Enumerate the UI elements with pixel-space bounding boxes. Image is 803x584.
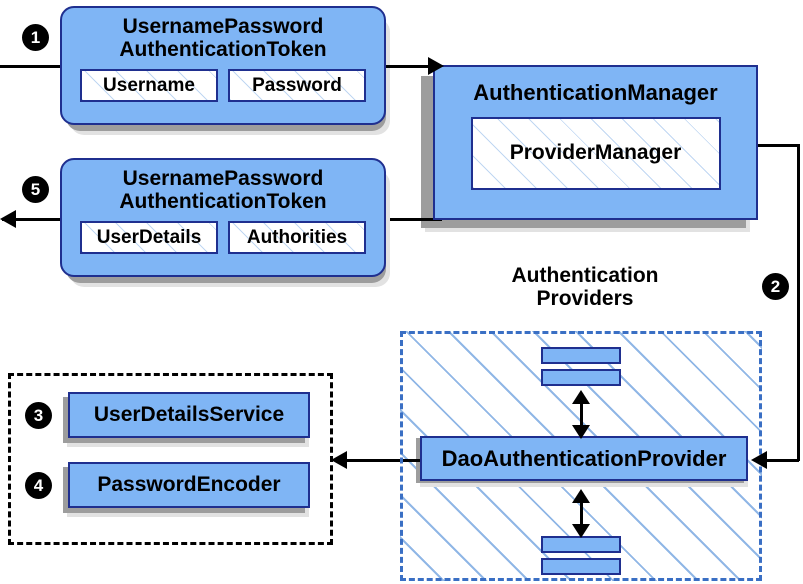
connector-manager-down [797,144,800,461]
connector-provider-to-collaborators [345,459,425,462]
step-badge-4: 4 [25,472,52,499]
arrowhead-to-collaborators [331,451,347,469]
connector-bottom-providers [580,493,583,533]
password-encoder-label: PasswordEncoder [97,472,281,496]
response-token-title: UsernamePassword AuthenticationToken [119,167,327,213]
step-badge-5: 5 [22,176,49,203]
collapsed-provider-bottom-1 [541,536,621,553]
connector-manager-to-response-token [390,218,442,221]
collapsed-provider-bottom-2 [541,558,621,575]
node-password-encoder[interactable]: PasswordEncoder [68,462,310,508]
dao-authentication-provider-title: DaoAuthenticationProvider [441,445,727,471]
node-username-password-authentication-token-response[interactable]: UsernamePassword AuthenticationToken Use… [60,158,386,277]
authentication-providers-label: Authentication Providers [511,264,659,311]
arrowhead-bottom-providers-up [572,489,590,503]
connector-manager-right [755,144,800,147]
connector-incoming-request [0,65,80,68]
slot-authorities: Authorities [228,221,366,255]
step-badge-1: 1 [22,24,49,51]
collapsed-provider-top-1 [541,347,621,364]
arrowhead-bottom-providers-down [572,524,590,538]
node-authentication-manager[interactable]: AuthenticationManager ProviderManager [433,65,758,220]
arrowhead-to-authentication-manager [428,57,444,75]
node-user-details-service[interactable]: UserDetailsService [68,392,310,438]
connector-top-providers [580,394,583,434]
slot-username: Username [80,69,218,103]
arrowhead-top-providers-up [572,390,590,404]
inner-provider-manager: ProviderManager [470,116,721,190]
step-badge-3: 3 [25,402,52,429]
user-details-service-label: UserDetailsService [93,402,285,426]
node-username-password-authentication-token-request[interactable]: UsernamePassword AuthenticationToken Use… [60,6,386,125]
request-token-title: UsernamePassword AuthenticationToken [119,15,327,61]
connector-response-out [2,218,82,221]
authentication-manager-title: AuthenticationManager [473,80,718,105]
step-badge-2: 2 [762,273,789,300]
slot-user-details: UserDetails [80,221,218,255]
arrowhead-into-dao-provider [751,451,767,469]
connector-into-provider [765,459,799,462]
arrowhead-top-providers-down [572,425,590,439]
collapsed-provider-top-2 [541,369,621,386]
arrowhead-response-out [0,210,16,228]
slot-password: Password [228,69,366,103]
connector-token-to-manager [385,65,435,68]
